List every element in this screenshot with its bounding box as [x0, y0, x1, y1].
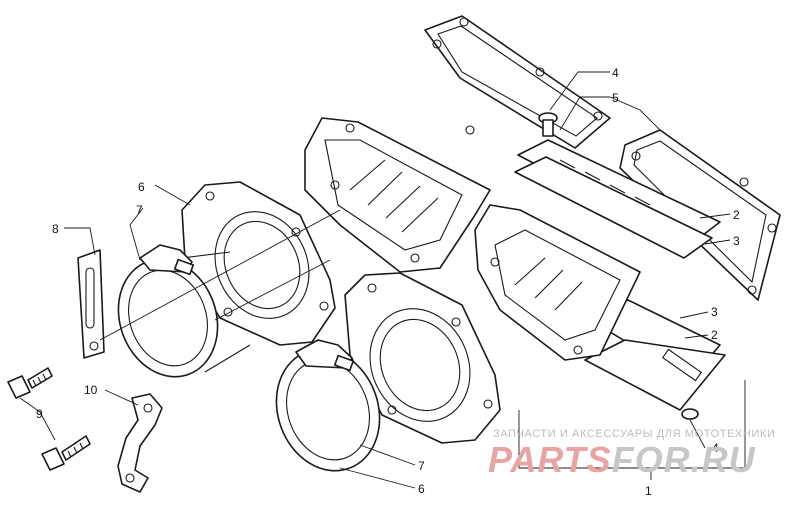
callout-10: 10: [84, 383, 98, 397]
callout-3-lower: 3: [711, 305, 718, 319]
callout-5: 5: [612, 91, 619, 105]
watermark-logo-part-a: PARTS: [488, 439, 612, 480]
callout-7-lower: 1: [645, 484, 652, 498]
callout-labels: 6 7 8 10 9 4 5 2 3 3 2 4 7 1 6: [36, 66, 740, 498]
bolt-lower: [681, 408, 699, 420]
callout-6-upper: 6: [138, 180, 145, 194]
callout-3-upper: 3: [733, 234, 740, 248]
watermark-logo-part-b: FOR.RU: [611, 439, 756, 480]
bracket-strap: [77, 249, 105, 359]
callout-7-upper: 7: [136, 203, 143, 217]
callout-4-upper: 4: [612, 66, 619, 80]
callout-2-upper: 2: [733, 208, 740, 222]
callout-9: 9: [36, 407, 43, 421]
screw-upper: [7, 367, 53, 399]
callout-4-lower: 4: [712, 441, 719, 455]
intake-boot-lower: [275, 339, 381, 472]
watermark-caption: ЗАПЧАСТИ И АКСЕССУАРЫ ДЛЯ МОТОТЕХНИКИ: [493, 428, 776, 440]
gasket-upper: [424, 15, 611, 149]
bolt-upper: [538, 112, 558, 137]
callout-8: 8: [52, 222, 59, 236]
screw-lower: [41, 435, 91, 471]
callout-2-lower: 2: [711, 328, 718, 342]
callout-1: 6: [418, 482, 425, 496]
callout-6-lower: 7: [418, 459, 425, 473]
leader-lines: [19, 71, 746, 489]
watermark-logo: PARTSFOR.RU: [488, 440, 788, 480]
reed-cage-upper: [304, 117, 491, 273]
intake-boot-upper: [117, 244, 251, 378]
mounting-bracket: [117, 393, 163, 493]
reed-cage-lower: [474, 204, 641, 361]
reed-petal-plate-upper: [514, 139, 721, 259]
